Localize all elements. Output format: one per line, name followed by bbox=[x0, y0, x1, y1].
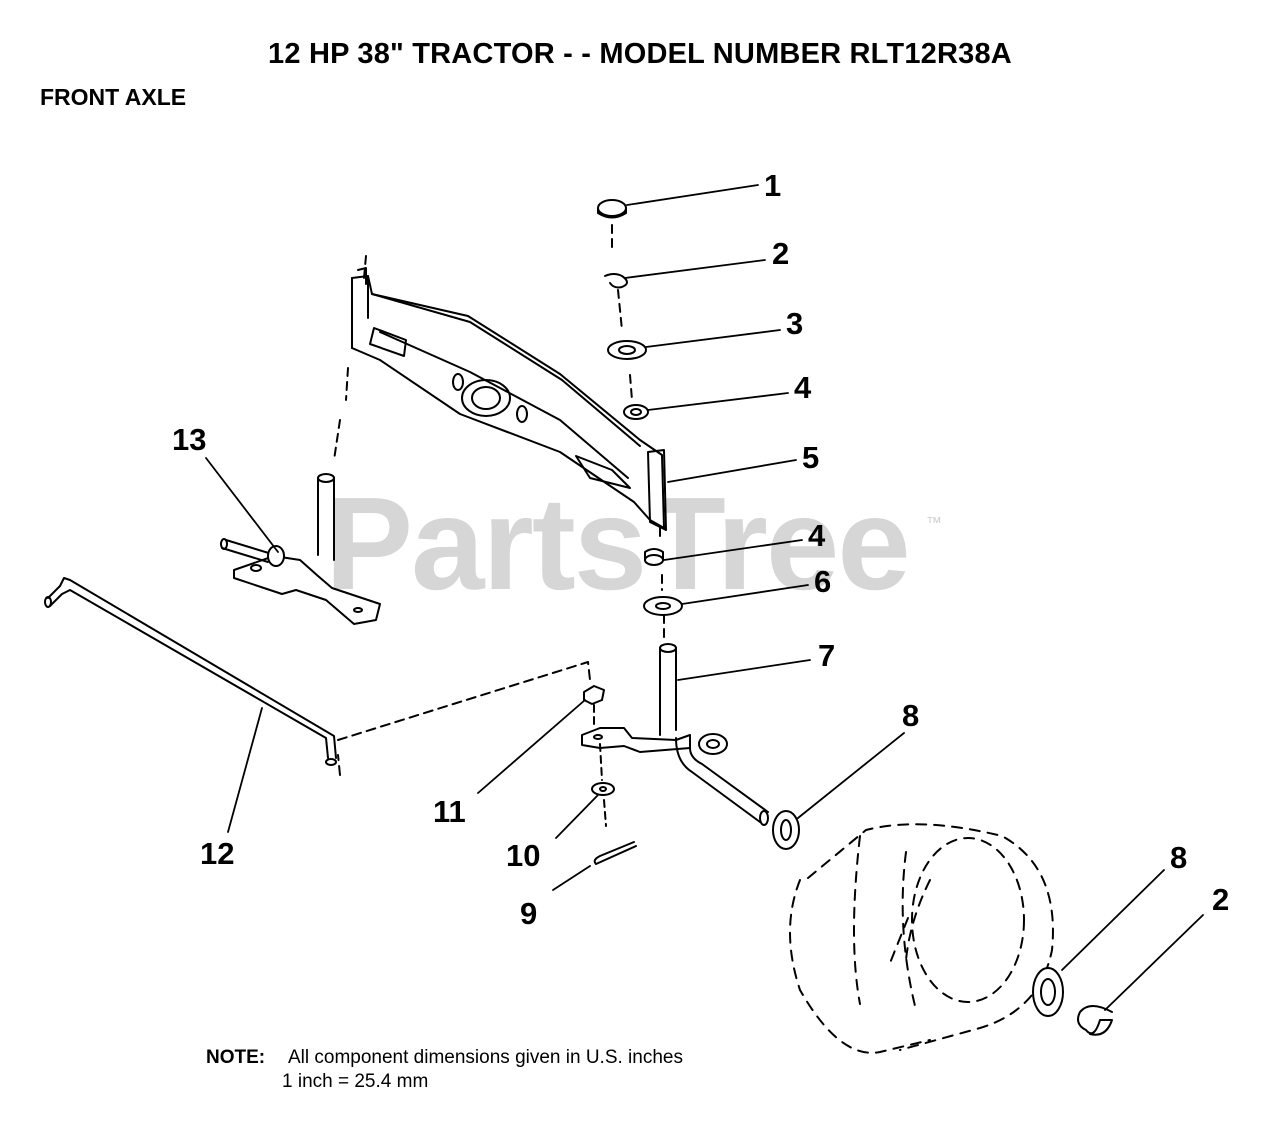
bolt-centerline bbox=[593, 704, 607, 827]
note-line-2: 1 inch = 25.4 mm bbox=[282, 1071, 429, 1092]
tie-rod-dashline bbox=[337, 661, 591, 776]
callout-4-upper: 4 bbox=[794, 370, 812, 405]
leader-2-top bbox=[624, 259, 766, 279]
part-small-washer bbox=[591, 782, 615, 796]
part-hairpin-clip bbox=[604, 273, 628, 289]
part-bushing-upper bbox=[623, 404, 649, 420]
part-bolt bbox=[583, 685, 605, 705]
callout-12: 12 bbox=[200, 836, 235, 871]
leader-7 bbox=[677, 659, 811, 681]
callout-9: 9 bbox=[520, 896, 538, 931]
part-cotter-pin bbox=[593, 841, 637, 865]
leader-13 bbox=[205, 457, 279, 553]
part-wheel-washer bbox=[1032, 967, 1064, 1017]
callout-2-wheel: 2 bbox=[1212, 882, 1230, 917]
leader-3 bbox=[645, 329, 781, 348]
part-tie-rod bbox=[44, 577, 337, 766]
note-label: NOTE: bbox=[206, 1047, 266, 1068]
axle-centerline bbox=[611, 224, 665, 641]
section-title: FRONT AXLE bbox=[40, 84, 187, 110]
dimension-note: NOTE: All component dimensions given in U… bbox=[206, 1046, 683, 1094]
watermark: PartsTree bbox=[325, 470, 911, 617]
leader-8-wheel bbox=[1061, 869, 1165, 971]
diagram-title: 12 HP 38" TRACTOR - - MODEL NUMBER RLT12… bbox=[268, 38, 1012, 70]
leader-4-upper bbox=[647, 392, 789, 411]
callout-6: 6 bbox=[814, 564, 832, 599]
callout-4-lower: 4 bbox=[808, 518, 826, 553]
leader-8-spindle bbox=[797, 732, 905, 819]
part-wheel bbox=[789, 823, 1054, 1054]
leader-12 bbox=[227, 707, 263, 833]
callout-5: 5 bbox=[802, 440, 820, 475]
leader-11 bbox=[477, 699, 586, 794]
callout-8-wheel: 8 bbox=[1170, 840, 1188, 875]
part-thrust-washer bbox=[643, 596, 683, 616]
part-flat-washer bbox=[607, 340, 647, 360]
part-bushing-lower bbox=[644, 548, 664, 566]
callout-1: 1 bbox=[764, 168, 782, 203]
leader-5 bbox=[667, 459, 797, 483]
part-axle-main bbox=[351, 267, 667, 531]
leader-4-lower bbox=[663, 539, 803, 561]
callout-8-spindle: 8 bbox=[902, 698, 920, 733]
callout-11: 11 bbox=[433, 794, 466, 829]
note-line-1: All component dimensions given in U.S. i… bbox=[288, 1047, 683, 1068]
callout-10: 10 bbox=[506, 838, 541, 873]
part-spindle-washer bbox=[772, 810, 800, 850]
callout-3: 3 bbox=[786, 306, 804, 341]
part-wheel-clip bbox=[1077, 1005, 1113, 1036]
leader-9 bbox=[552, 865, 591, 891]
part-spindle-left bbox=[220, 473, 381, 625]
callout-13: 13 bbox=[172, 422, 207, 457]
callout-2-top: 2 bbox=[772, 236, 790, 271]
callout-7: 7 bbox=[818, 638, 836, 673]
leader-2-wheel bbox=[1104, 914, 1204, 1011]
part-spindle-right bbox=[581, 643, 769, 826]
watermark-trademark: ™ bbox=[926, 515, 942, 532]
left-spindle-centerline bbox=[333, 255, 367, 461]
leader-10 bbox=[555, 794, 599, 839]
part-cap bbox=[597, 199, 627, 219]
leader-6 bbox=[681, 584, 809, 605]
leader-1 bbox=[626, 184, 759, 206]
